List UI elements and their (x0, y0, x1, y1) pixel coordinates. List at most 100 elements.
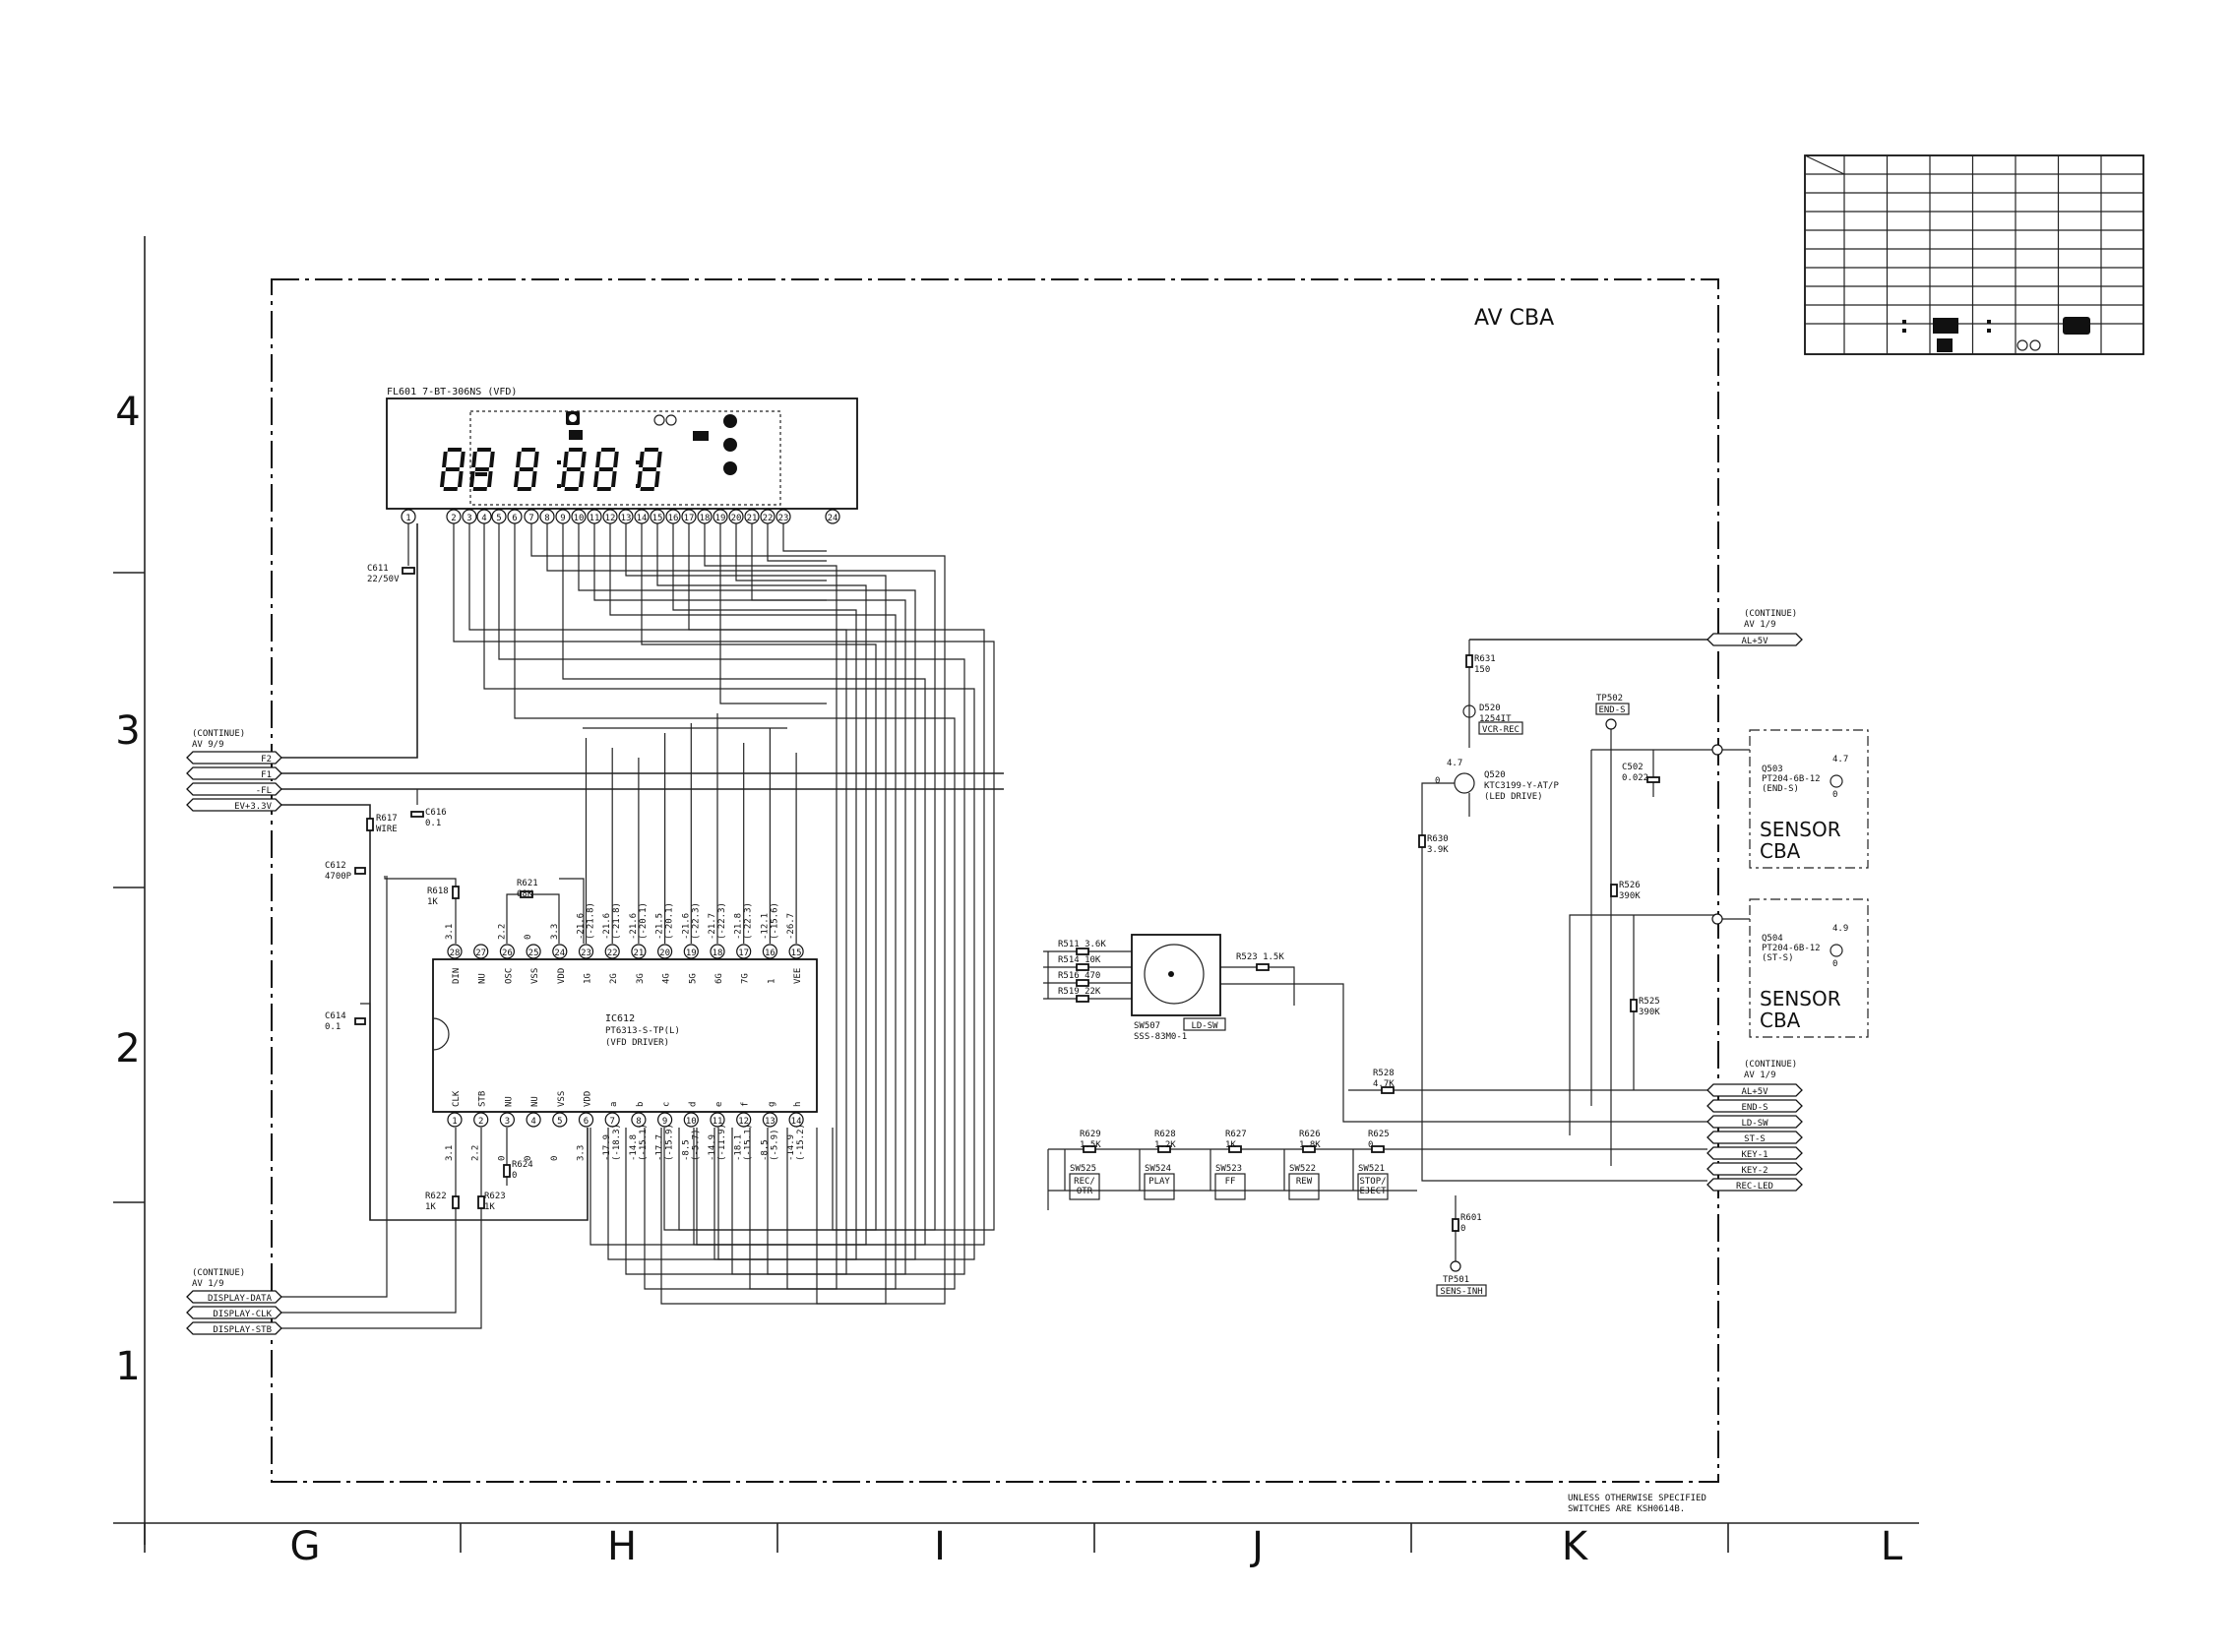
segment (533, 452, 539, 467)
ic-bottom-pin-number: 10 (686, 1117, 697, 1127)
vfd-digit (636, 448, 662, 491)
d520-led (1462, 704, 1476, 718)
ic-bottom-pin-number: 2 (478, 1117, 483, 1127)
left-connector-display-label: DISPLAY-DATA (208, 1294, 273, 1304)
ic-top-pin-number: 20 (659, 948, 670, 958)
ic-bottom-pin (552, 1112, 568, 1128)
d520-tag: VCR-REC (1482, 725, 1520, 735)
legend-clock-icon (1937, 338, 1953, 352)
ic-top-pin-number: 24 (554, 948, 565, 958)
right-connector (1706, 1083, 1803, 1097)
ic-top-pin-number: 22 (607, 948, 618, 958)
r631 (1465, 654, 1473, 668)
ic-top-pin-number: 23 (581, 948, 591, 958)
grid-row-label: 4 (115, 390, 140, 435)
ic-top-pin-name: DIN (452, 968, 462, 984)
switch-ref: SW521 (1358, 1164, 1385, 1174)
ic-top-pin-number: 16 (765, 948, 775, 958)
vfd-pin-number: 19 (715, 514, 726, 523)
sensor-cba-frame (1749, 729, 1869, 869)
sensor-v-top: 4.9 (1832, 924, 1848, 934)
left-connector-display-label: DISPLAY-STB (213, 1325, 272, 1335)
ic-top-pin-name: 2G (609, 973, 619, 984)
vfd-ic-wire (562, 523, 926, 1246)
c616-cap (410, 811, 424, 818)
segment (513, 471, 520, 487)
vfd-ic-wire (483, 523, 975, 1260)
right-connector (1706, 1099, 1803, 1113)
right-connector (1706, 1131, 1803, 1144)
ic-top-pin (526, 944, 541, 959)
right-connector-label: REC-LED (1736, 1182, 1773, 1192)
segment (471, 452, 477, 467)
cassette-icon (665, 414, 677, 426)
sensor-v-bot: 0 (1832, 790, 1837, 800)
ic-top-pin (736, 944, 752, 959)
right-connector-label: KEY-1 (1741, 1150, 1768, 1160)
key-resistor (1302, 1145, 1316, 1153)
vfd-digit (468, 448, 495, 491)
tp502-label: TP502 (1596, 694, 1623, 704)
ic-top-pin-name: 5G (688, 973, 698, 984)
left-connector-label: -FL (256, 786, 272, 796)
ic-top-pin-name: VEE (793, 968, 803, 984)
tp501-label: TP501 (1443, 1275, 1469, 1285)
key-resistor (1371, 1145, 1385, 1153)
segment (642, 467, 657, 471)
right-connector-label: LD-SW (1741, 1119, 1768, 1129)
vfd-ic-wire (767, 523, 827, 562)
ic-top-pin-voltage: 0 (524, 935, 533, 940)
rec-block (693, 431, 709, 441)
t-icon (569, 430, 583, 440)
r528 (1381, 1086, 1395, 1094)
cassette-icon (653, 414, 665, 426)
switch-tag-box (1144, 1173, 1175, 1200)
ic-top-pin (578, 944, 594, 959)
q520-vb: 0 (1435, 776, 1440, 786)
q520-transistor (1454, 772, 1475, 794)
left-connector-label: F2 (261, 755, 272, 765)
legend-cassette-icon (2016, 339, 2028, 351)
segment (639, 452, 645, 467)
segment (592, 471, 599, 487)
c614-cap (354, 1017, 366, 1025)
vfd-pin-number: 12 (605, 514, 616, 523)
right-connector-label: ST-S (1744, 1134, 1766, 1144)
c611-cap (402, 567, 415, 575)
switch-ref: SW525 (1070, 1164, 1096, 1174)
ic-bottom-pin-name: e (714, 1102, 724, 1107)
ic-top-pin-voltage: -21.6(-21.8) (577, 902, 596, 940)
left-connector (186, 751, 282, 765)
ic-top-pin-name: 1 (767, 979, 776, 984)
ic-bottom-pin-name: h (793, 1102, 803, 1107)
ic-bottom-pin (578, 1112, 594, 1128)
ic-bottom-pin-name: NU (504, 1096, 514, 1107)
c614-wire (360, 1003, 371, 1220)
switch-tag: FF (1225, 1177, 1236, 1187)
right-connector-label: KEY-2 (1741, 1166, 1768, 1176)
ic-bottom-pin (683, 1112, 699, 1128)
segment (516, 452, 522, 467)
signal-wires (281, 523, 1750, 1329)
r523-wire (1220, 966, 1295, 1006)
grid-col-label: K (1562, 1524, 1589, 1569)
ic-bottom-pin-number: 11 (713, 1117, 723, 1127)
vfd-ic-wire (782, 523, 827, 552)
colon-dot (636, 460, 640, 464)
vfd-pin-number: 21 (747, 514, 758, 523)
key-resistor (1157, 1145, 1171, 1153)
r624 (503, 1164, 511, 1178)
segment (521, 448, 536, 452)
segment (581, 452, 587, 467)
